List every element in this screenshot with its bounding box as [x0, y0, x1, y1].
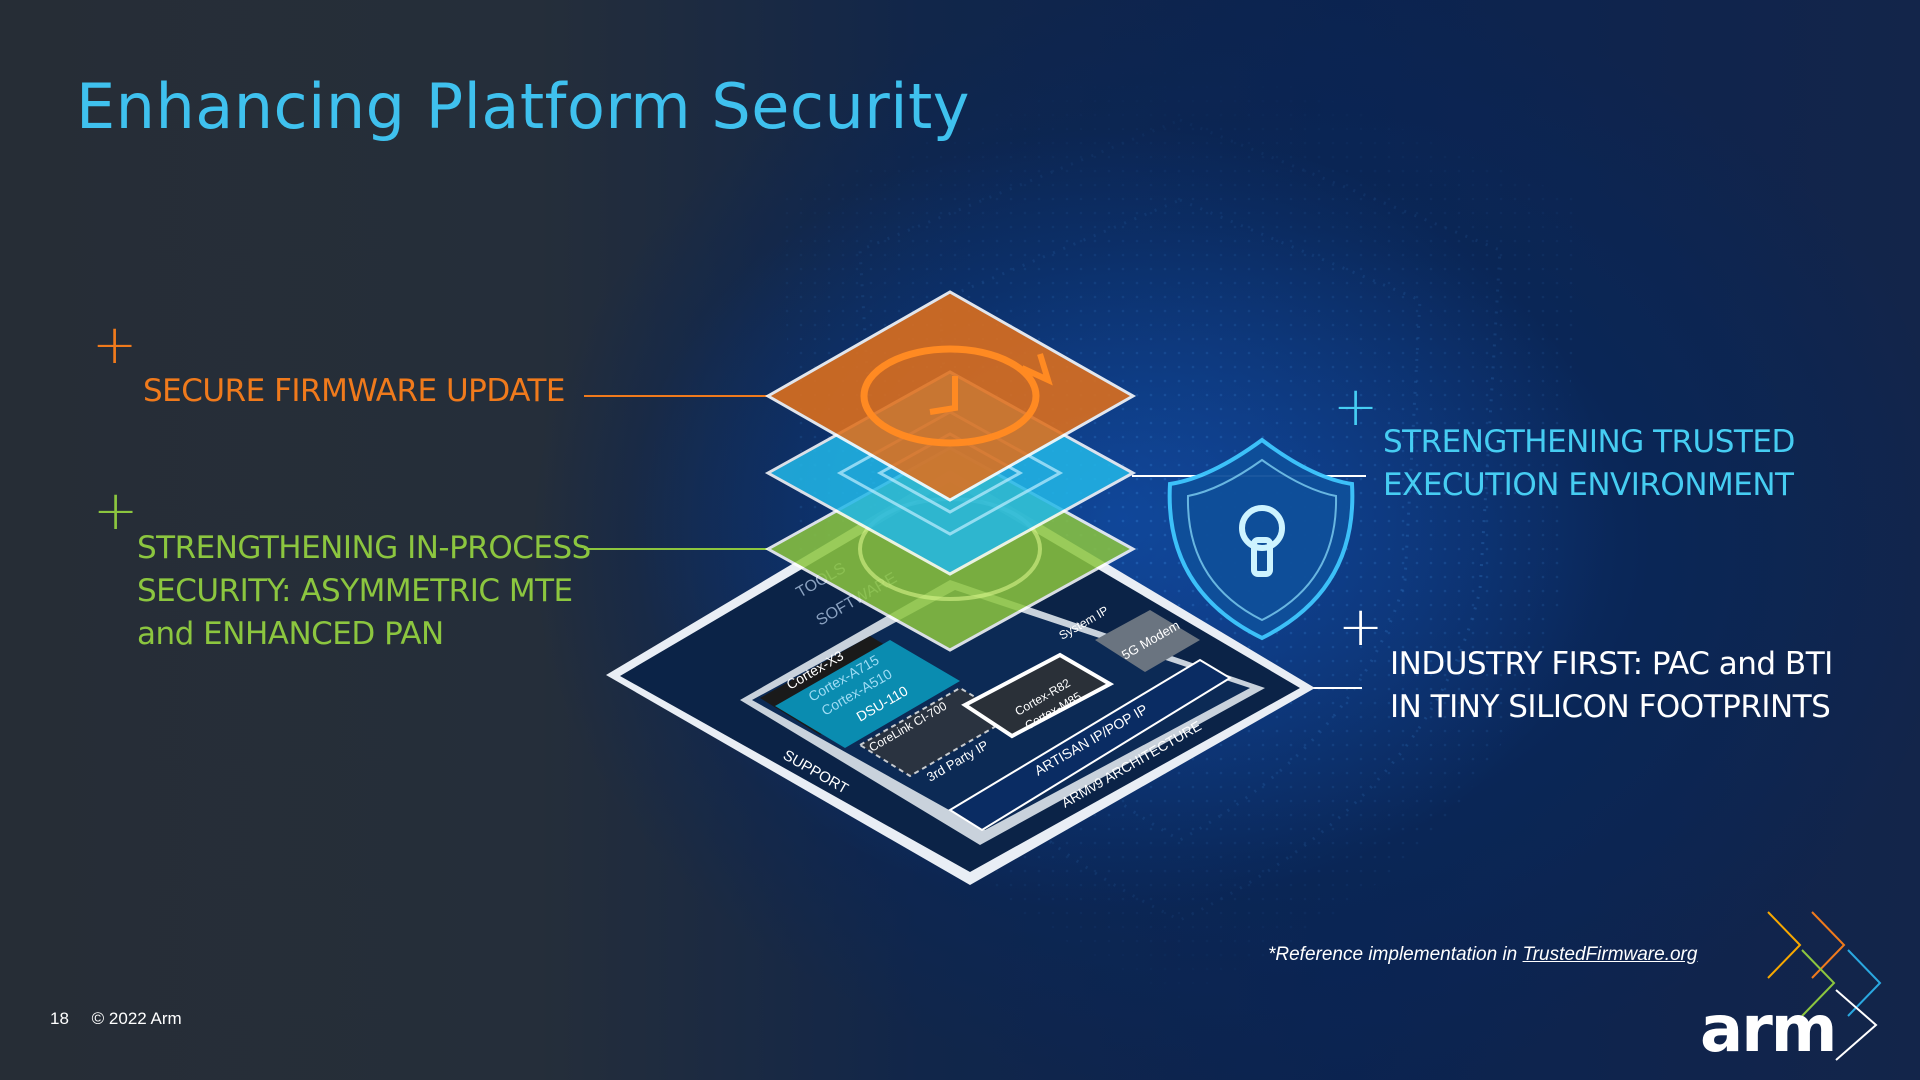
- feature-line: STRENGTHENING TRUSTED: [1383, 424, 1795, 460]
- trustedfirmware-link[interactable]: TrustedFirmware.org: [1522, 944, 1698, 965]
- plus-icon: +: [92, 313, 138, 376]
- slide-footer: 18 © 2022 Arm: [50, 1009, 200, 1029]
- feature-line: SECURE FIRMWARE UPDATE: [143, 373, 566, 409]
- page-number: 18: [50, 1009, 69, 1028]
- plus-icon: +: [1338, 595, 1384, 658]
- refresh-icon: [860, 345, 1053, 447]
- reference-footnote: *Reference implementation in TrustedFirm…: [1268, 944, 1697, 966]
- feature-in-process-security: STRENGTHENING IN-PROCESS SECURITY: ASYMM…: [137, 527, 591, 656]
- plus-icon: +: [1333, 375, 1379, 438]
- slide-title: Enhancing Platform Security: [76, 70, 971, 143]
- feature-line: EXECUTION ENVIRONMENT: [1383, 467, 1794, 503]
- footnote-text: *Reference implementation in: [1268, 944, 1523, 965]
- arm-chevrons-icon: [1767, 911, 1882, 1061]
- feature-line: IN TINY SILICON FOOTPRINTS: [1390, 689, 1831, 725]
- copyright: © 2022 Arm: [91, 1009, 182, 1028]
- layer-orange: [764, 290, 1137, 502]
- chip-base: [606, 470, 1315, 885]
- feature-trusted-execution-environment: STRENGTHENING TRUSTED EXECUTION ENVIRONM…: [1383, 421, 1795, 507]
- shield-lock-icon: [1167, 437, 1355, 641]
- arm-logo: arm: [1700, 993, 1837, 1067]
- feature-pac-bti: INDUSTRY FIRST: PAC and BTI IN TINY SILI…: [1390, 643, 1833, 729]
- feature-secure-firmware-update: SECURE FIRMWARE UPDATE: [143, 370, 566, 413]
- feature-line: INDUSTRY FIRST: PAC and BTI: [1390, 646, 1833, 682]
- plus-icon: +: [93, 479, 139, 542]
- feature-line: STRENGTHENING IN-PROCESS: [137, 530, 591, 566]
- feature-line: SECURITY: ASYMMETRIC MTE: [137, 573, 573, 609]
- feature-line: and ENHANCED PAN: [137, 616, 444, 652]
